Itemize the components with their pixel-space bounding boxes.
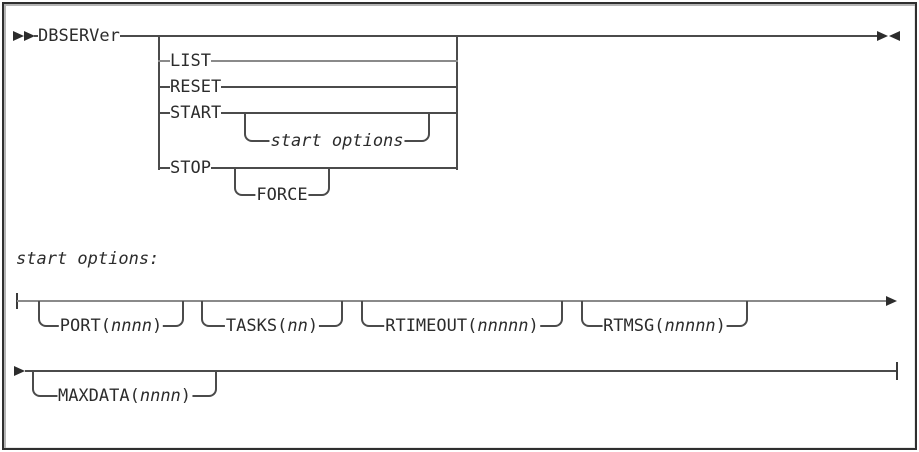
fragment-end-tick-icon	[896, 362, 898, 380]
keyword-maxdata: MAXDATA(nnnn)	[56, 386, 193, 406]
branch-vertical-left	[158, 35, 160, 170]
keyword-rtmsg-post: )	[715, 316, 726, 336]
keyword-rtmsg: RTMSG(nnnnn)	[602, 317, 727, 335]
keyword-rtimeout-post: )	[528, 316, 539, 336]
keyword-rtimeout: RTIMEOUT(nnnnn)	[384, 317, 540, 335]
rail-branch-start	[158, 112, 458, 114]
branch-keyword-start: START	[170, 103, 222, 123]
optional-group-force: FORCE	[234, 168, 330, 204]
keyword-rtimeout-pre: RTIMEOUT(	[385, 316, 478, 336]
keyword-port-post: )	[151, 316, 163, 336]
keyword-tasks-post: )	[307, 316, 319, 336]
rail-branch-stop	[158, 167, 458, 169]
keyword-rtimeout-var: nnnnn	[477, 316, 529, 336]
fragment-reference-start-options: start options	[269, 131, 405, 151]
optional-group-rtmsg: RTMSG(nnnnn)	[581, 301, 748, 335]
diagram-end-arrow-right-icon	[877, 31, 888, 41]
rail-branch-reset	[158, 86, 458, 88]
keyword-port-pre: PORT(	[59, 316, 111, 336]
keyword-tasks-var: nn	[287, 316, 308, 336]
branch-keyword-list: LIST	[170, 51, 211, 71]
keyword-dbserver: DBSERVer	[38, 26, 120, 46]
branch-vertical-right	[456, 35, 458, 170]
fragment-heading: start options:	[16, 249, 160, 269]
diagram-end-arrow-left-icon	[889, 31, 900, 41]
row2-continue-arrow-icon	[14, 366, 25, 376]
branch-keyword-stop: STOP	[170, 158, 211, 178]
branch-keyword-reset: RESET	[170, 77, 222, 97]
keyword-maxdata-var: nnnn	[139, 386, 181, 406]
keyword-force: FORCE	[255, 185, 309, 205]
keyword-rtmsg-pre: RTMSG(	[603, 316, 665, 336]
keyword-maxdata-pre: MAXDATA(	[57, 386, 140, 406]
rail-branch-list	[158, 60, 458, 62]
keyword-port: PORT(nnnn)	[58, 316, 164, 336]
optional-group-start-options: start options	[244, 113, 430, 150]
optional-group-tasks: TASKS(nn)	[201, 301, 343, 335]
optional-group-port: PORT(nnnn)	[38, 301, 184, 335]
keyword-rtmsg-var: nnnnn	[664, 316, 716, 336]
keyword-tasks-pre: TASKS(	[225, 316, 288, 336]
rail-options-row1	[17, 300, 887, 302]
keyword-maxdata-post: )	[180, 386, 192, 406]
row1-continue-arrow-icon	[886, 296, 897, 306]
keyword-tasks: TASKS(nn)	[224, 316, 320, 336]
rail-options-row2	[25, 370, 898, 372]
diagram-start-arrow-icon	[24, 31, 35, 41]
optional-group-maxdata: MAXDATA(nnnn)	[32, 371, 217, 405]
optional-group-rtimeout: RTIMEOUT(nnnnn)	[361, 301, 563, 335]
diagram-start-arrow-icon	[13, 31, 24, 41]
keyword-port-var: nnnn	[110, 316, 152, 336]
